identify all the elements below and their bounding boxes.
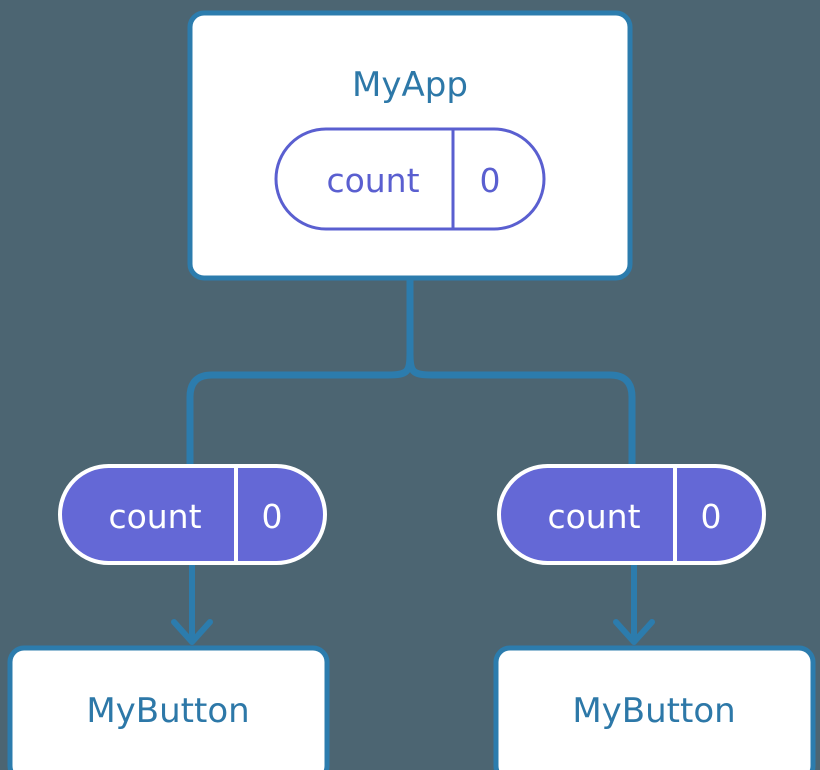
myapp-title: MyApp (352, 65, 468, 105)
left-mybutton-box[interactable] (7, 645, 330, 770)
myapp-state-key: count (326, 161, 419, 200)
right-state-key: count (547, 497, 640, 536)
node-left-mybutton[interactable]: MyButton (7, 645, 330, 770)
myapp-state-value: 0 (480, 161, 501, 200)
arrowhead-down-icon (171, 619, 213, 645)
left-pill-body[interactable] (58, 464, 327, 565)
arrowhead-down-icon (613, 619, 655, 645)
edge-branch-to-right-state (406, 351, 636, 466)
right-mybutton-box[interactable] (493, 645, 816, 770)
myapp-pill-outline (274, 127, 546, 231)
connector-group (171, 278, 655, 645)
left-state-value: 0 (262, 497, 283, 536)
node-left-state-pill[interactable]: count 0 (58, 464, 327, 565)
node-right-state-pill[interactable]: count 0 (497, 464, 766, 565)
myapp-state-pill[interactable]: count 0 (274, 127, 546, 231)
right-pill-body[interactable] (497, 464, 766, 565)
right-mybutton-label: MyButton (572, 691, 735, 731)
node-myapp[interactable]: MyApp count 0 (187, 10, 633, 281)
node-right-mybutton[interactable]: MyButton (493, 645, 816, 770)
right-state-value: 0 (701, 497, 722, 536)
edge-branch-to-left-state (186, 351, 414, 466)
edge-right-state-to-right-button (613, 562, 655, 645)
edge-left-state-to-left-button (171, 562, 213, 645)
left-state-key: count (108, 497, 201, 536)
left-mybutton-label: MyButton (86, 691, 249, 731)
